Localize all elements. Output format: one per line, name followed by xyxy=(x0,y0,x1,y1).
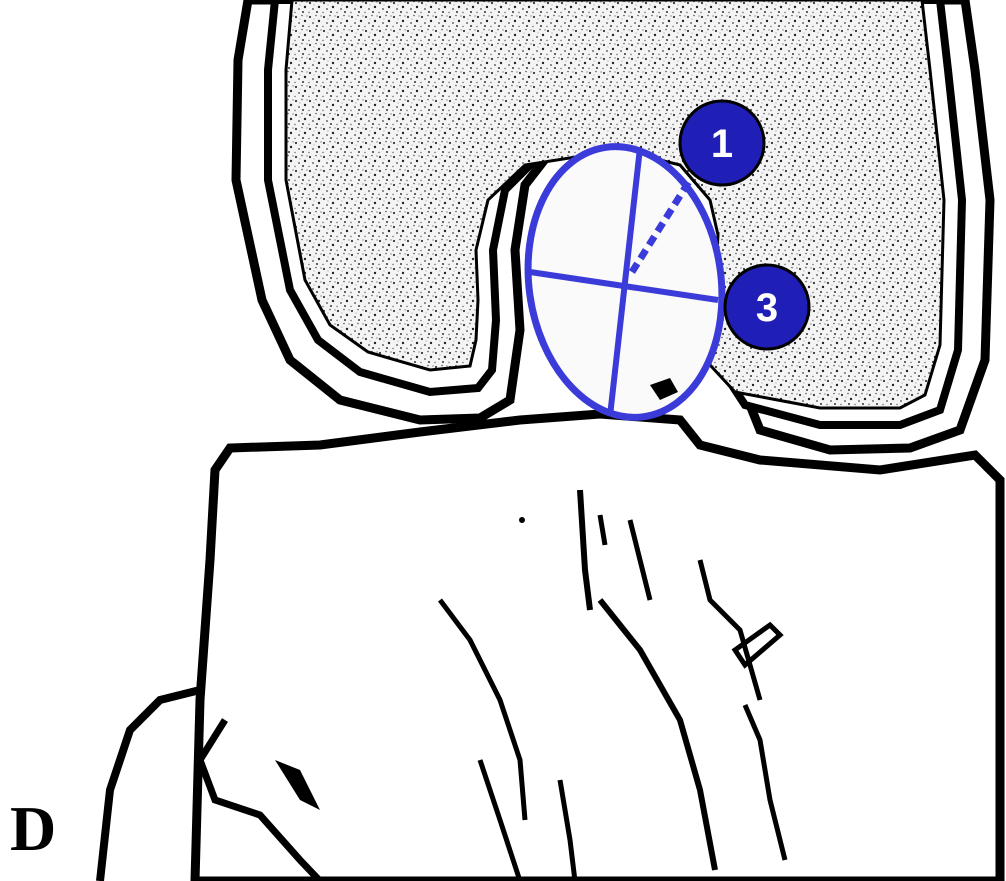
tibia xyxy=(100,414,1000,881)
marker-3: 3 xyxy=(725,265,809,349)
tibia-left-flank xyxy=(100,690,200,881)
tibia-small-mark xyxy=(519,517,525,523)
panel-label: D xyxy=(10,793,56,864)
marker-1-label: 1 xyxy=(711,122,733,166)
marker-3-label: 3 xyxy=(756,286,778,330)
tibia-outline xyxy=(195,414,1000,881)
marker-1: 1 xyxy=(680,101,764,185)
